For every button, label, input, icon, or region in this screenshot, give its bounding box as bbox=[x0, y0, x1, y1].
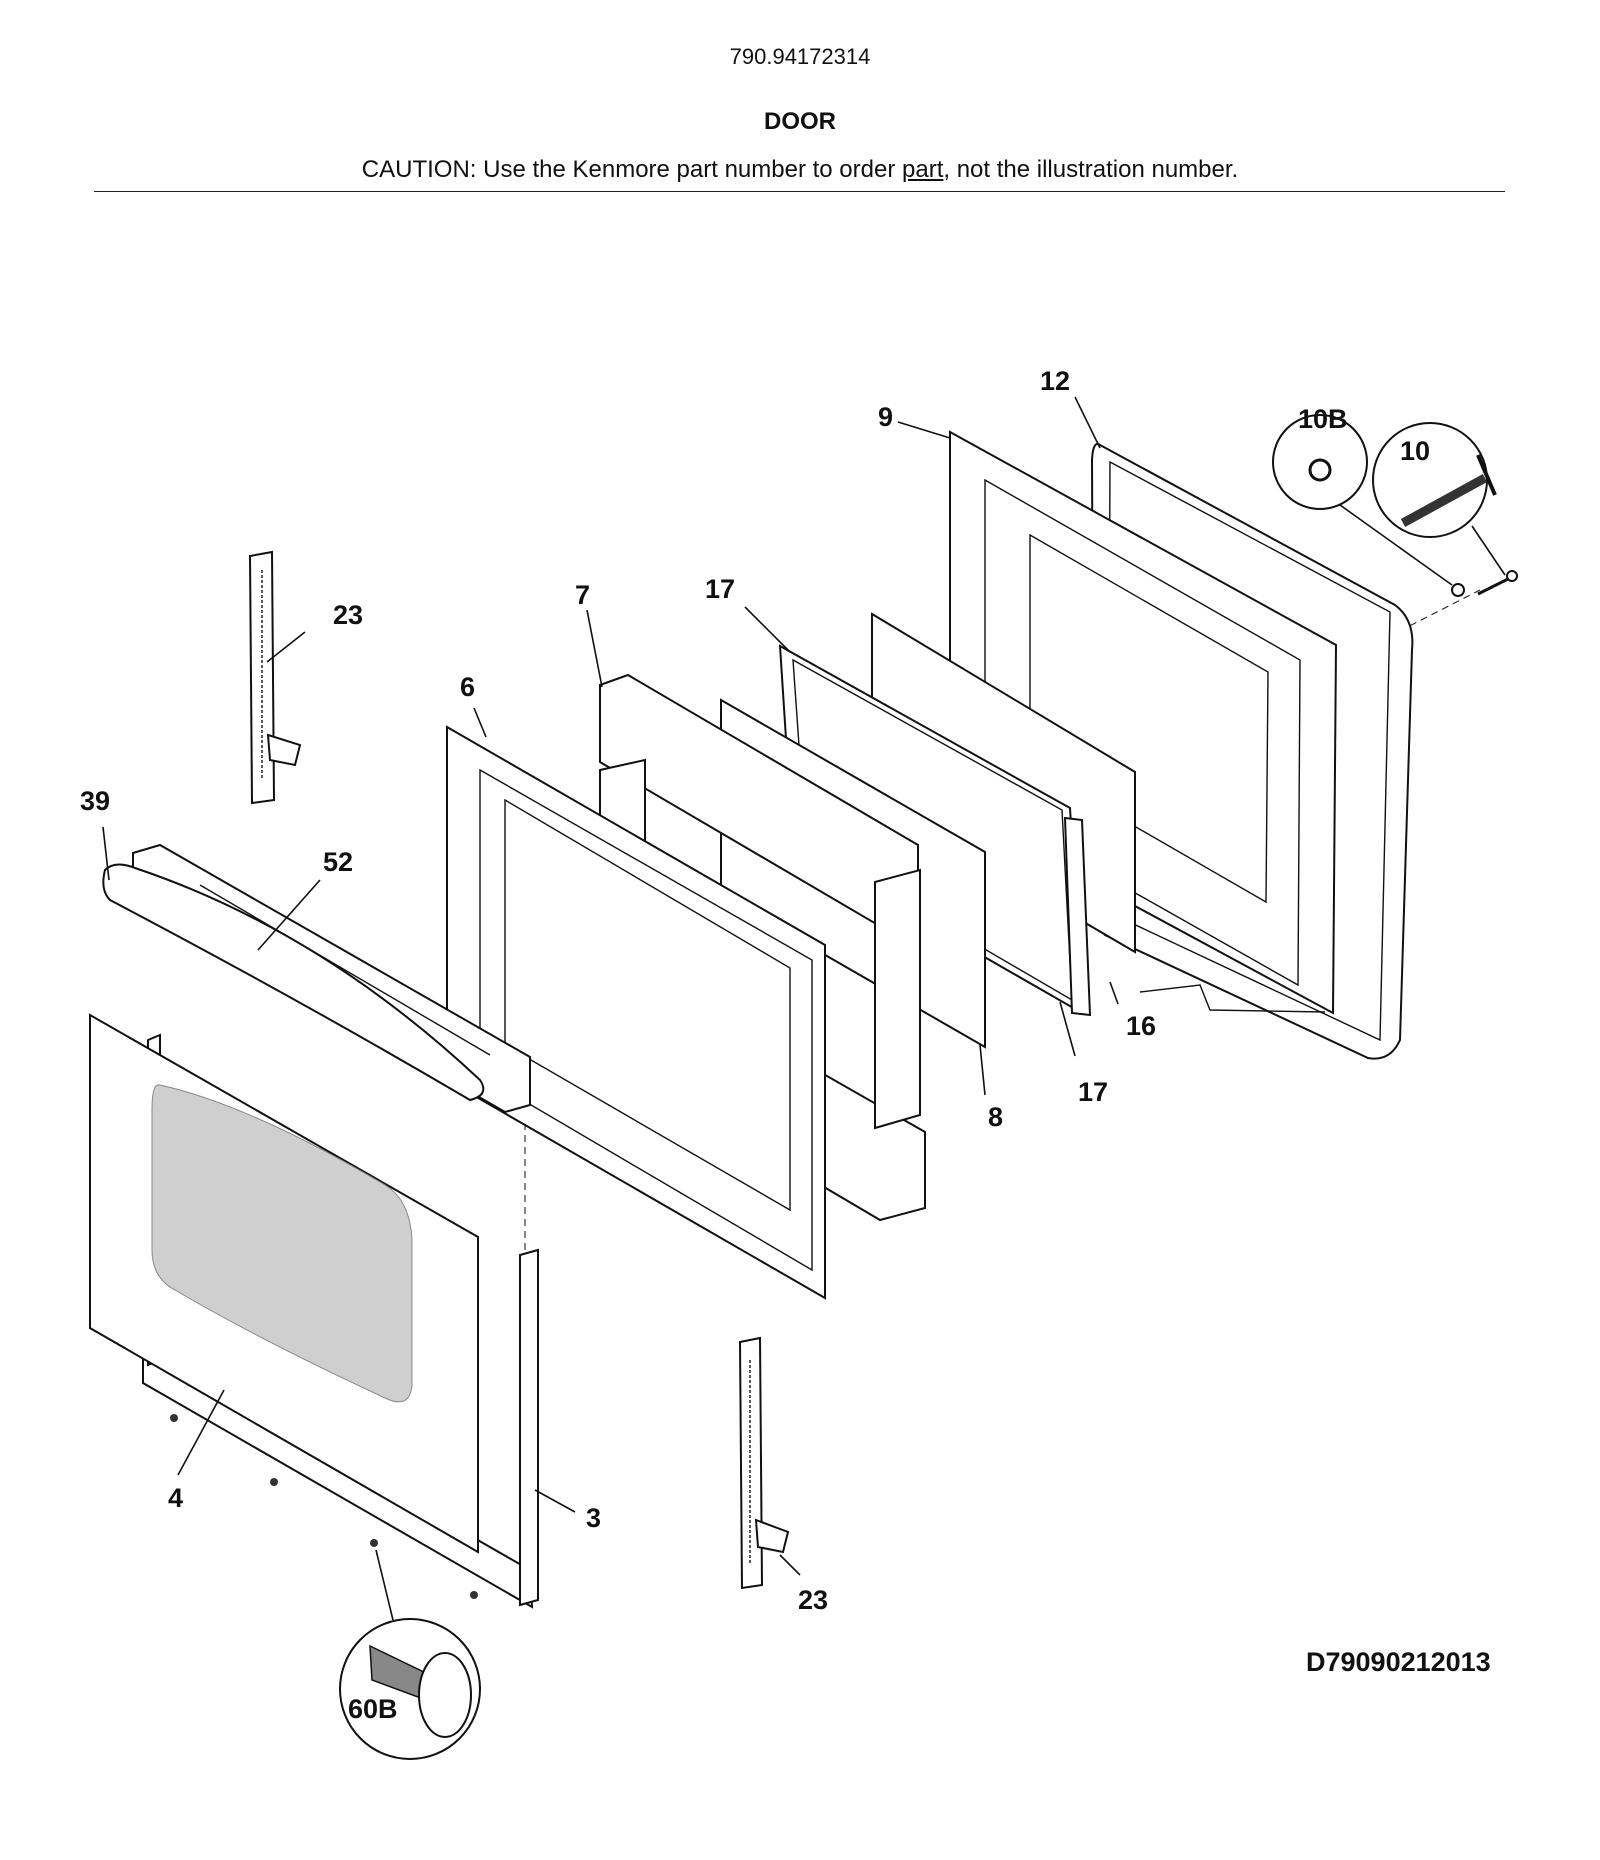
part-39-door-handle bbox=[102, 863, 485, 1102]
callout-39: 39 bbox=[80, 786, 110, 816]
part-23-hinge-upper bbox=[248, 550, 302, 805]
callout-6: 6 bbox=[460, 672, 475, 702]
header-rule bbox=[94, 191, 1505, 192]
part-23-hinge-lower bbox=[738, 1336, 790, 1590]
callout-10b: 10B bbox=[1298, 404, 1348, 434]
callout-17-lower: 17 bbox=[1078, 1077, 1108, 1107]
section-title: DOOR bbox=[764, 108, 836, 135]
part-10-screw-small bbox=[1477, 570, 1518, 596]
callout-52: 52 bbox=[323, 847, 353, 877]
callout-60b: 60B bbox=[348, 1694, 398, 1724]
detail-bubble-10 bbox=[1372, 422, 1506, 576]
detail-bubble-10b bbox=[1272, 414, 1453, 586]
callout-16: 16 bbox=[1126, 1011, 1156, 1041]
callout-7: 7 bbox=[575, 580, 590, 610]
callout-23-lower: 23 bbox=[798, 1585, 828, 1615]
model-number: 790.94172314 bbox=[729, 44, 871, 69]
door-screws bbox=[170, 1414, 478, 1599]
caution-suffix: , not the illustration number. bbox=[943, 156, 1239, 183]
callout-leader-lines bbox=[102, 396, 1119, 1576]
callout-10: 10 bbox=[1400, 436, 1430, 466]
callout-23-upper: 23 bbox=[333, 600, 363, 630]
caution-prefix: CAUTION: Use the Kenmore part number to … bbox=[361, 156, 902, 183]
caution-underlined-word: part bbox=[902, 156, 944, 183]
callout-8: 8 bbox=[988, 1102, 1003, 1132]
part-4-outer-door-glass bbox=[89, 1013, 479, 1554]
callout-3: 3 bbox=[586, 1503, 601, 1533]
part-10b-washer-small bbox=[1451, 583, 1465, 597]
caution-note: CAUTION: Use the Kenmore part number to … bbox=[0, 156, 1600, 184]
callout-12: 12 bbox=[1040, 366, 1070, 396]
part-6-door-frame bbox=[446, 725, 826, 1300]
detail-bubble-60b bbox=[339, 1549, 481, 1760]
callout-17-upper: 17 bbox=[705, 574, 735, 604]
diagram-id: D79090212013 bbox=[1306, 1647, 1491, 1677]
callout-4: 4 bbox=[168, 1483, 183, 1513]
callout-9: 9 bbox=[878, 402, 893, 432]
